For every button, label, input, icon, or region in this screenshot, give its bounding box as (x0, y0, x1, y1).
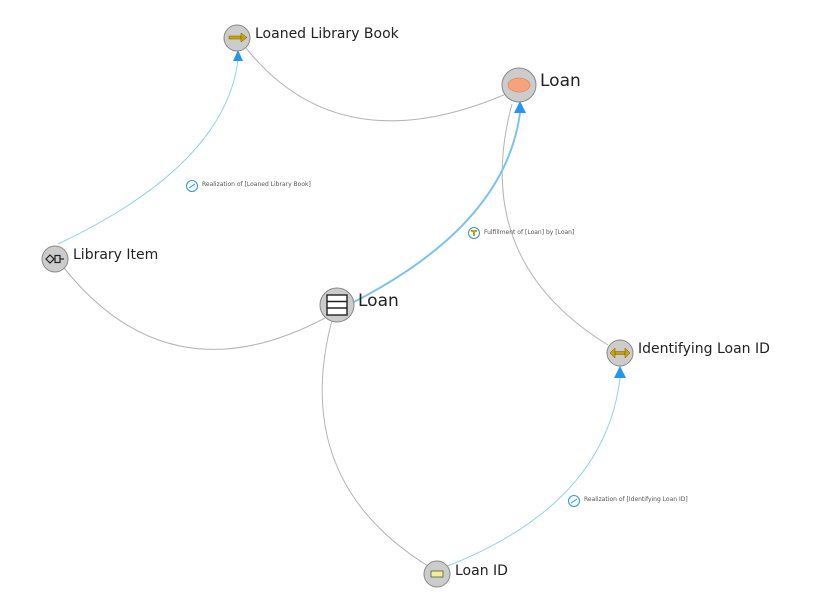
node-label: Loaned Library Book (255, 26, 400, 42)
value-rectangle-icon (430, 570, 444, 578)
identifier-double-arrow-icon (609, 347, 631, 359)
node-loan-table[interactable]: Loan (319, 287, 399, 323)
edge-label-realization-loaned-library-book[interactable]: Realization of [Loaned Library Book] (186, 180, 311, 192)
fulfillment-glyph-stem (473, 232, 475, 236)
arrowhead-loan (514, 101, 526, 113)
relator-ellipse-icon (507, 77, 531, 93)
edge-label-realization-identifying-loan-id[interactable]: Realization of [Identifying Loan ID] (568, 495, 688, 507)
table-icon (326, 294, 348, 316)
node-loan-id[interactable]: Loan ID (423, 560, 508, 588)
realization-glyph (570, 498, 578, 504)
realization-glyph (188, 183, 196, 189)
arrowhead-loaned-library-book (233, 50, 243, 61)
node-label: Loan (540, 71, 581, 91)
kind-diamond-icon (45, 254, 64, 264)
edge-realization-identifying-loan-id[interactable] (444, 377, 621, 568)
node-label: Identifying Loan ID (638, 341, 770, 357)
edge-library-item-to-loan (63, 267, 326, 350)
node-label: Loan ID (455, 563, 508, 579)
edge-label-fulfillment-loan[interactable]: Fulfillment of [Loan] by [Loan] (468, 227, 575, 239)
node-library-item[interactable]: Library Item (41, 245, 158, 273)
role-arrow-icon (228, 32, 248, 43)
node-identifying-loan-id[interactable]: Identifying Loan ID (606, 339, 770, 367)
edge-realization-loaned-library-book[interactable] (57, 59, 239, 245)
node-label: Library Item (73, 247, 158, 263)
edge-fulfillment-loan[interactable] (351, 112, 521, 304)
fulfillment-glyph (471, 230, 477, 232)
node-label: Loan (358, 291, 399, 311)
edge-loaned-book-to-loan (245, 47, 507, 122)
edge-label-text: Realization of [Loaned Library Book] (202, 181, 311, 188)
edge-loan-table-to-loan-id (321, 319, 429, 567)
arrowhead-identifying-loan-id (614, 366, 626, 378)
edge-label-text: Realization of [Identifying Loan ID] (584, 496, 688, 503)
node-loaned-library-book[interactable]: Loaned Library Book (223, 24, 400, 52)
edge-loan-to-identifying-loan-id (501, 103, 609, 346)
edge-label-text: Fulfillment of [Loan] by [Loan] (484, 229, 574, 236)
node-loan-relator[interactable]: Loan (501, 67, 581, 103)
